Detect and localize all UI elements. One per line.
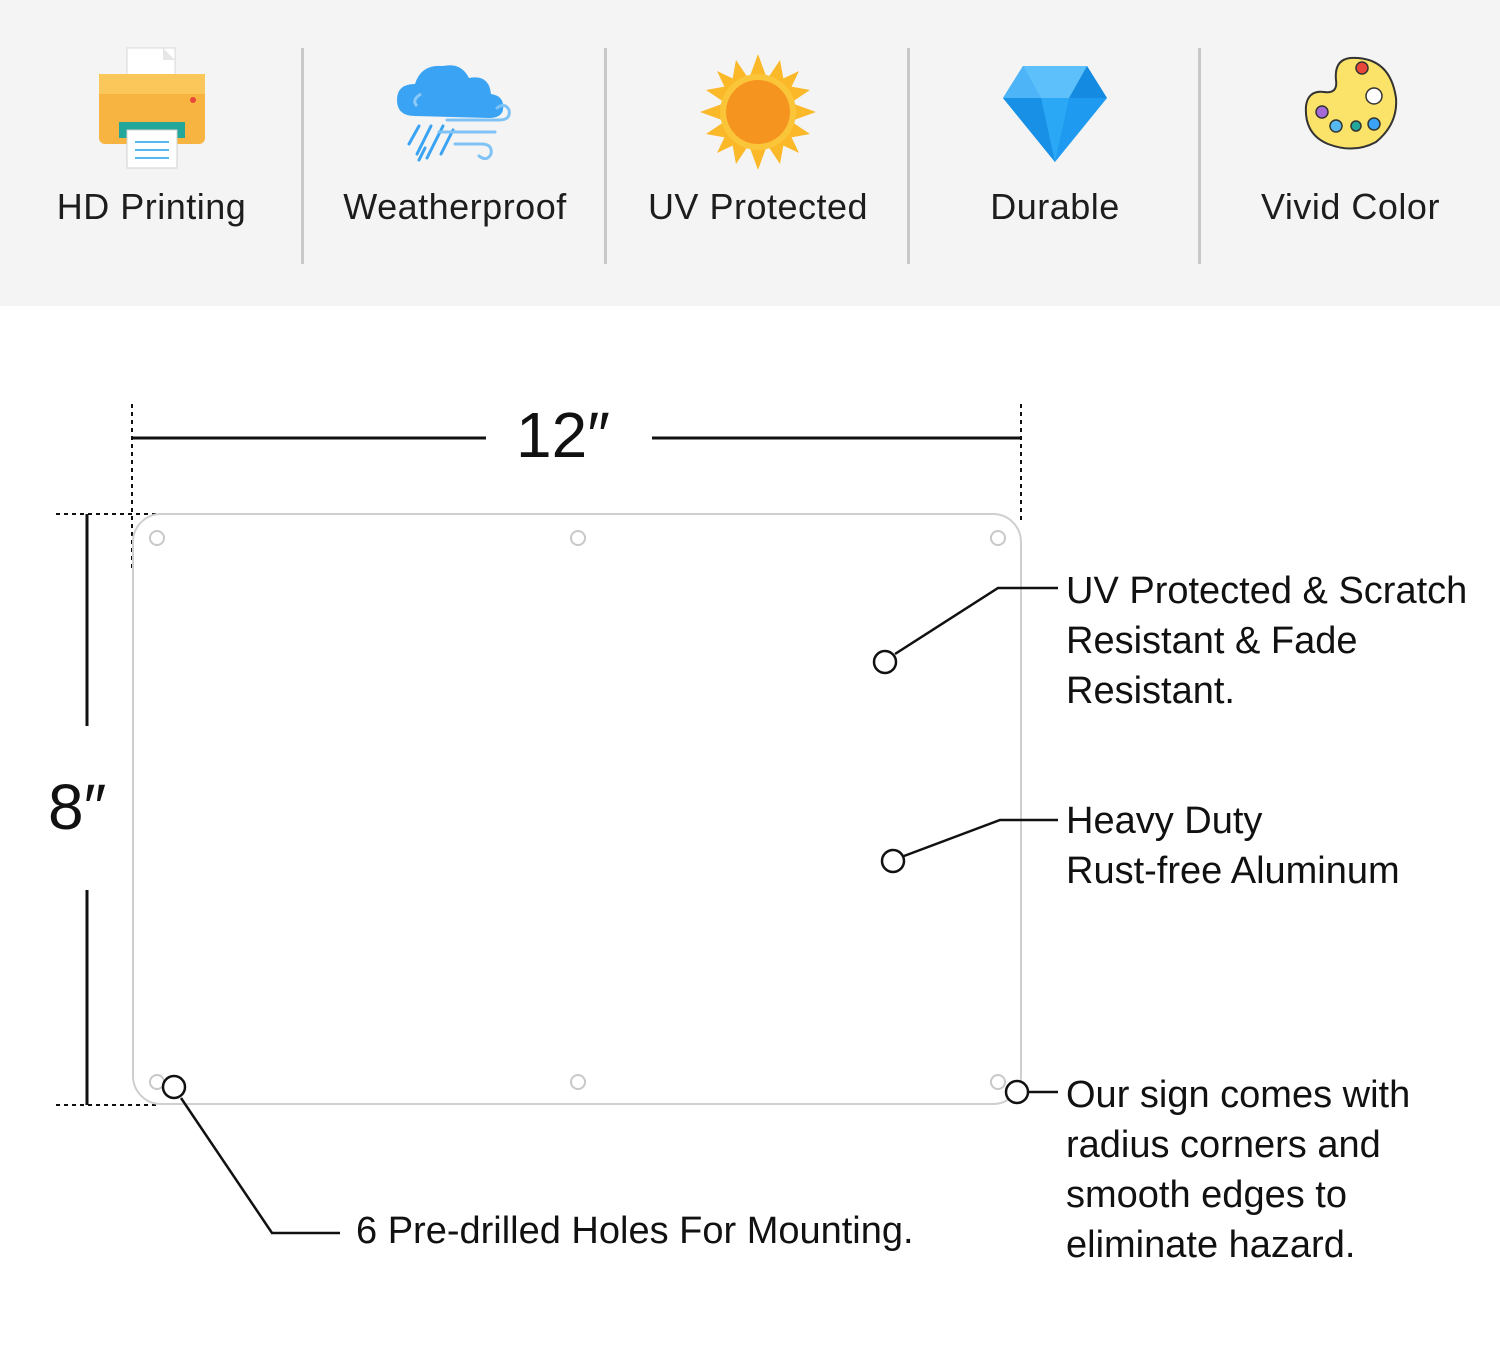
callout-leaders bbox=[161, 586, 1058, 1235]
feature-uv-protected: UV Protected bbox=[607, 0, 909, 306]
palette-icon bbox=[1302, 54, 1400, 157]
divider bbox=[1198, 48, 1201, 264]
mounting-hole bbox=[990, 530, 1006, 546]
width-label: 12″ bbox=[516, 399, 610, 471]
callout-material: Heavy Duty Rust-free Aluminum bbox=[1066, 800, 1400, 892]
mounting-hole bbox=[570, 1074, 586, 1090]
height-label: 8″ bbox=[48, 771, 107, 843]
feature-durable: Durable bbox=[910, 0, 1200, 306]
divider bbox=[604, 48, 607, 264]
feature-label: UV Protected bbox=[647, 186, 869, 227]
mounting-holes bbox=[149, 530, 1006, 1090]
callout-holes: 6 Pre-drilled Holes For Mounting. bbox=[356, 1210, 914, 1252]
feature-label: HD Printing bbox=[56, 186, 247, 227]
feature-hd-printing: HD Printing bbox=[0, 0, 303, 306]
sign-board bbox=[132, 513, 1022, 1105]
feature-label: Durable bbox=[990, 186, 1120, 227]
mounting-hole bbox=[149, 530, 165, 546]
feature-label: Weatherproof bbox=[343, 186, 567, 227]
printer-icon bbox=[97, 44, 207, 175]
diamond-icon bbox=[1001, 64, 1109, 169]
feature-label: Vivid Color bbox=[1261, 186, 1440, 227]
divider bbox=[907, 48, 910, 264]
callout-corners: Our sign comes with radius corners and s… bbox=[1066, 1074, 1411, 1266]
feature-weatherproof: Weatherproof bbox=[304, 0, 606, 306]
divider bbox=[301, 48, 304, 264]
weather-cloud-icon bbox=[395, 60, 515, 175]
callout-uv: UV Protected & Scratch Resistant & Fade … bbox=[1066, 570, 1468, 712]
sun-icon bbox=[700, 54, 816, 175]
feature-vivid-color: Vivid Color bbox=[1201, 0, 1500, 306]
mounting-hole bbox=[990, 1074, 1006, 1090]
feature-bar: HD Printing Weatherp bbox=[0, 0, 1500, 306]
mounting-hole bbox=[570, 530, 586, 546]
